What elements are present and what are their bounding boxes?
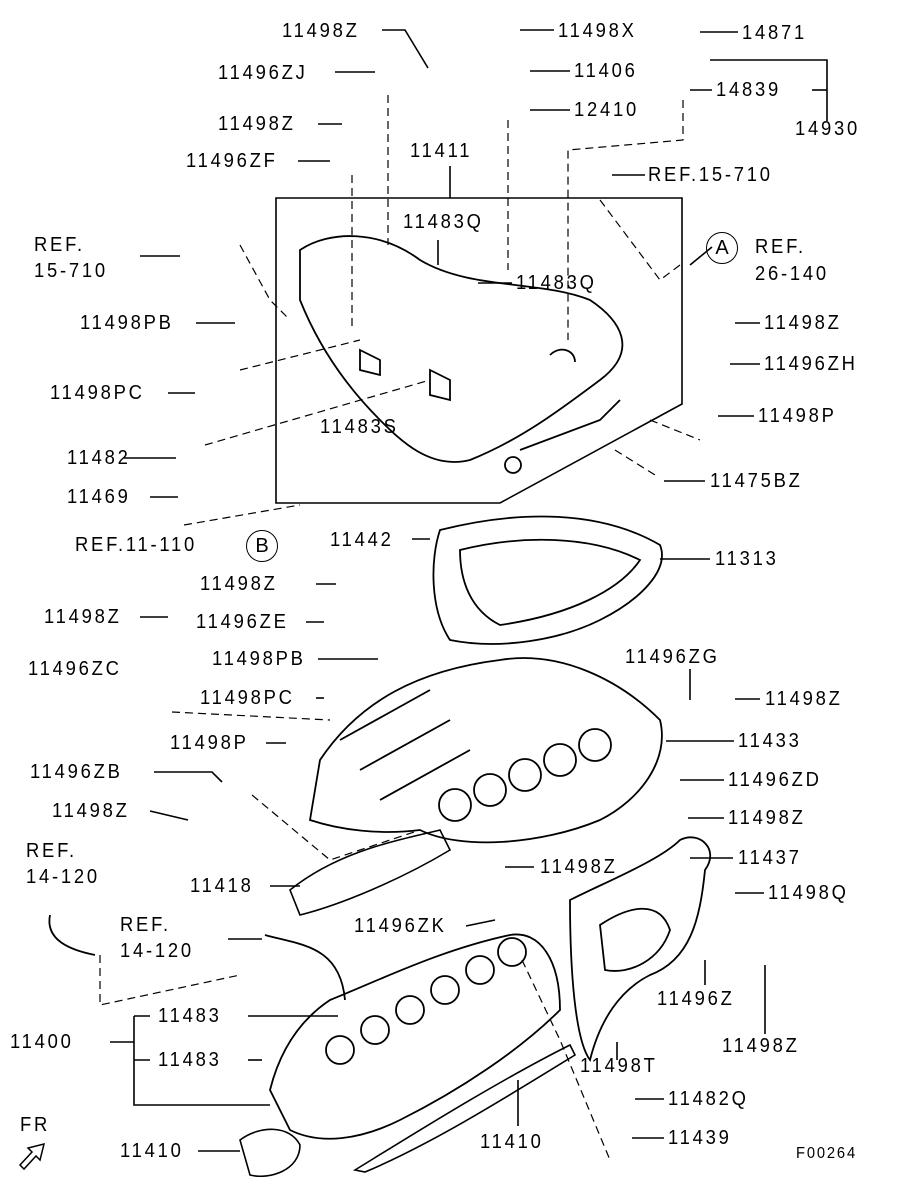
part-number-label: 11498Z: [52, 800, 130, 822]
part-number-label: 11433: [738, 730, 802, 752]
part-number-label: 11498PC: [200, 687, 295, 709]
part-number-label: 11496ZD: [728, 769, 822, 791]
part-number-label: 11498PC: [50, 382, 145, 404]
part-number-label: 11498Z: [200, 573, 278, 595]
part-number-label: 11410: [120, 1140, 184, 1162]
part-number-label: REF.: [34, 234, 85, 256]
part-number-label: 11437: [738, 847, 802, 869]
part-number-label: 11496ZE: [196, 611, 289, 633]
part-number-label: 11498Z: [218, 113, 296, 135]
gasket-11313: [432, 515, 663, 645]
ref-circle-b: B: [246, 530, 278, 562]
part-number-label: 11483Q: [516, 272, 597, 294]
diagram-code: F00264: [796, 1145, 857, 1162]
part-number-label: 11442: [330, 529, 394, 551]
part-number-label: 11313: [715, 548, 779, 570]
part-number-label: 14871: [742, 22, 807, 44]
part-number-label: REF.11-110: [75, 534, 198, 556]
part-number-label: 11482: [67, 447, 131, 469]
part-number-label: 11496ZH: [764, 353, 858, 375]
part-number-label: 14-120: [26, 866, 100, 888]
upper-intake-plenum: [299, 235, 624, 474]
part-number-label: 11482Q: [668, 1088, 749, 1110]
leader-lines: [110, 29, 828, 1152]
part-number-label: 11469: [67, 486, 131, 508]
part-number-label: 11496ZG: [625, 646, 720, 668]
intake-manifold-11433: [308, 657, 663, 844]
part-number-label: REF.: [26, 840, 77, 862]
lower-intake-manifold-11400: [269, 933, 561, 1140]
part-number-label: 14930: [795, 118, 860, 140]
part-number-label: 11496ZC: [28, 658, 122, 680]
part-number-label: 11406: [574, 60, 638, 82]
part-number-label: 11496ZB: [30, 761, 123, 783]
part-number-label: 11496ZK: [354, 915, 447, 937]
gasket-11418: [289, 829, 452, 916]
part-number-label: 11498T: [580, 1055, 658, 1077]
bracket-11437: [569, 836, 712, 1063]
part-number-label: 11498Z: [44, 606, 122, 628]
part-number-label: 11483: [158, 1005, 222, 1027]
part-number-label: 11498Z: [765, 688, 843, 710]
hose-ref-14-120: [48, 914, 346, 1001]
assembly-box-outline: [275, 197, 683, 504]
part-number-label: 11410: [480, 1131, 544, 1153]
part-number-label: 14839: [716, 79, 781, 101]
part-number-label: 11498Z: [540, 856, 618, 878]
part-number-label: REF.: [120, 914, 171, 936]
part-number-label: 11498X: [558, 20, 637, 42]
part-number-label: REF.15-710: [648, 164, 773, 186]
part-number-label: 11411: [410, 140, 473, 162]
part-number-label: 15-710: [34, 260, 108, 282]
gasket-11410: [239, 1043, 577, 1177]
part-number-label: 11475BZ: [710, 470, 803, 492]
part-number-label: 11400: [10, 1031, 74, 1053]
part-number-label: 11498Z: [282, 20, 360, 42]
ref-circle-a: A: [706, 232, 738, 264]
part-number-label: 14-120: [120, 940, 194, 962]
front-arrow-icon: [18, 1142, 46, 1171]
part-number-label: 11483: [158, 1049, 222, 1071]
part-number-label: 11498PB: [212, 648, 306, 670]
part-number-label: 26-140: [755, 263, 829, 285]
part-number-label: 11498PB: [80, 312, 174, 334]
part-number-label: 11498P: [758, 405, 837, 427]
part-number-label: 11498Z: [722, 1035, 800, 1057]
part-number-label: 11496Z: [657, 988, 735, 1010]
part-number-label: 12410: [574, 99, 639, 121]
part-number-label: 11483S: [320, 416, 399, 438]
part-number-label: 11418: [190, 875, 254, 897]
part-number-label: 11498Z: [728, 807, 806, 829]
part-number-label: 11483Q: [403, 211, 484, 233]
front-direction-label: FR: [20, 1114, 51, 1136]
part-number-label: 11496ZJ: [218, 62, 308, 84]
dashed-alignment-lines: [99, 95, 701, 1161]
part-number-label: 11498Q: [768, 882, 849, 904]
part-number-label: 11498P: [170, 732, 249, 754]
part-number-label: 11496ZF: [186, 150, 278, 172]
part-number-label: REF.: [755, 236, 806, 258]
part-number-label: 11439: [668, 1127, 732, 1149]
part-number-label: 11498Z: [764, 312, 842, 334]
